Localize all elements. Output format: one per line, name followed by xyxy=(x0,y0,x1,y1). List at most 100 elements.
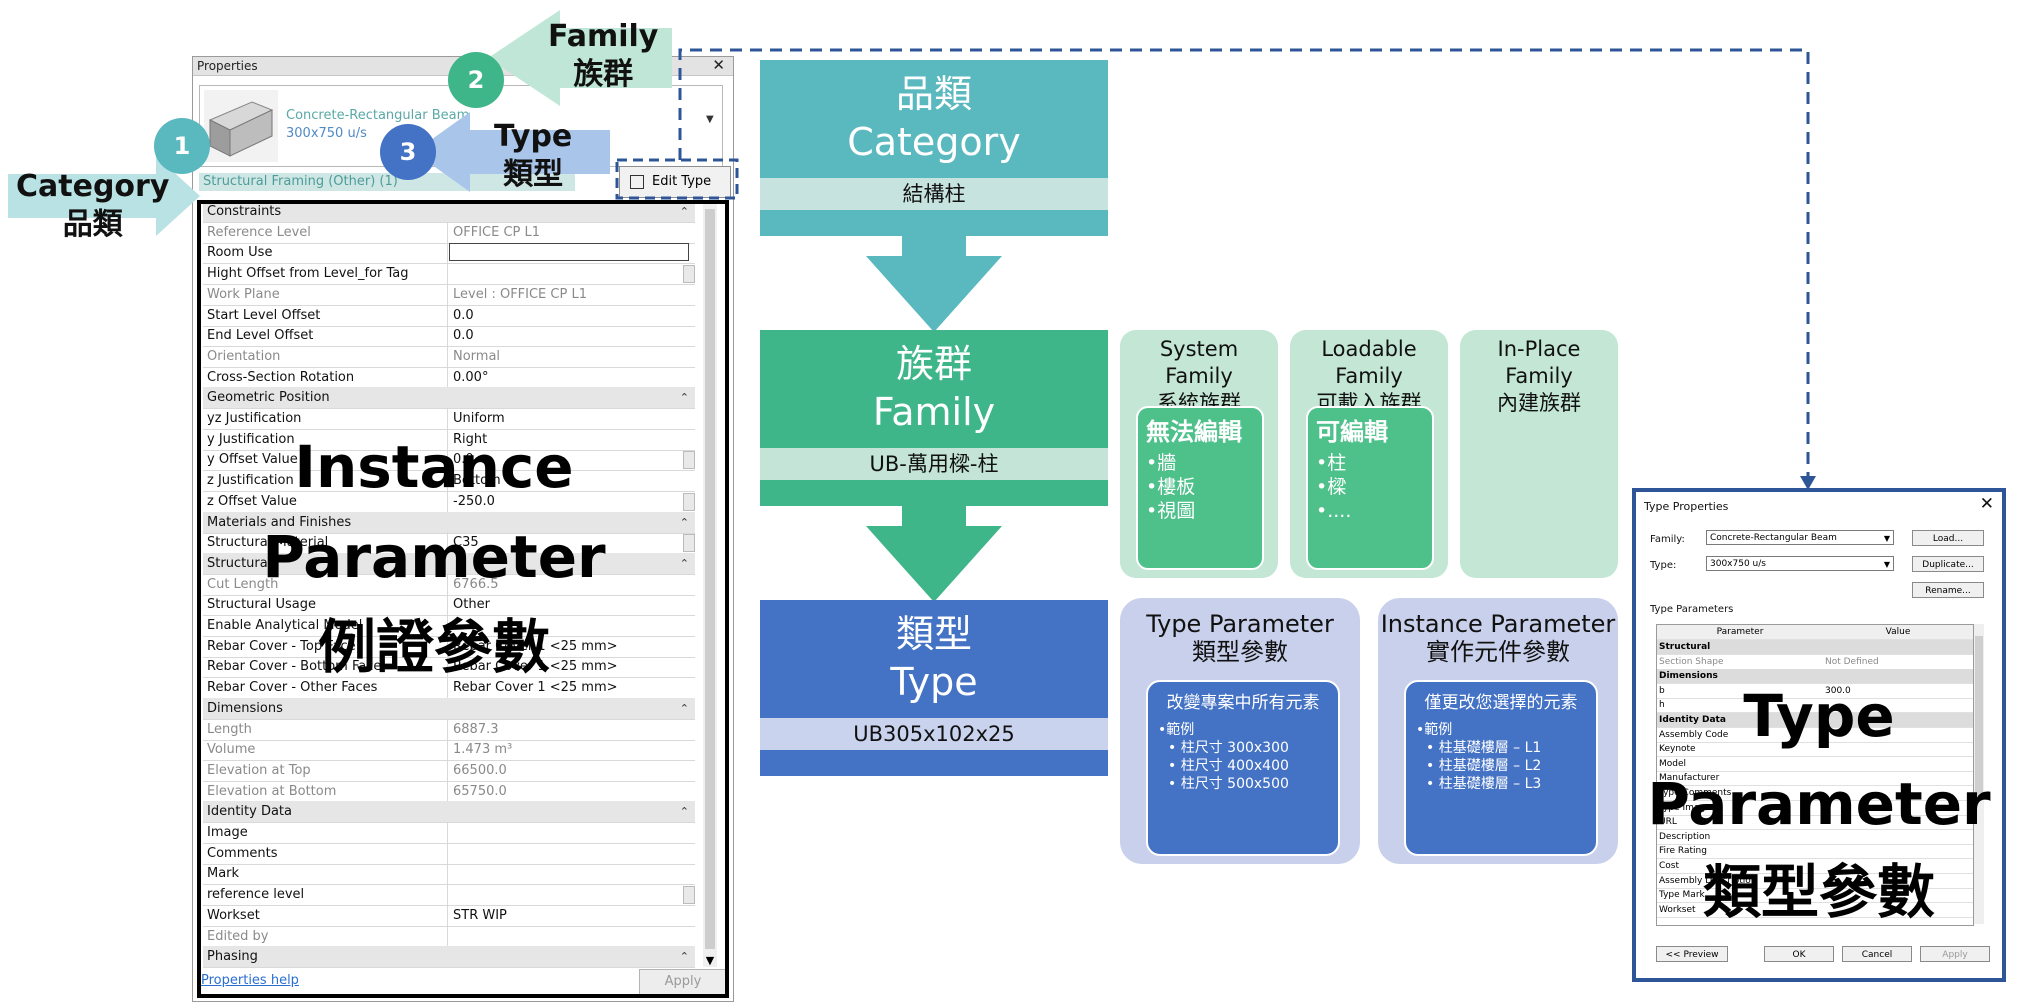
value-picker-button[interactable] xyxy=(683,886,695,905)
collapse-icon[interactable]: ⌃ xyxy=(679,701,689,715)
parameter-row[interactable]: Fire Rating xyxy=(1657,844,1973,860)
value-picker-button[interactable] xyxy=(683,265,695,284)
parameter-row[interactable]: Model xyxy=(1657,757,1973,772)
ok-button[interactable]: OK xyxy=(1764,946,1834,962)
property-value[interactable]: STR WIP xyxy=(453,907,507,923)
property-value[interactable]: Other xyxy=(453,597,490,613)
preview-button[interactable]: << Preview xyxy=(1656,946,1728,962)
property-group-header[interactable]: Materials and Finishes⌃ xyxy=(203,511,695,534)
edit-type-button[interactable]: Edit Type xyxy=(619,166,731,198)
property-value[interactable]: Rebar Cover 1 <25 mm> xyxy=(453,680,618,696)
collapse-icon[interactable]: ⌃ xyxy=(679,805,689,819)
parameter-row[interactable]: Assembly Description xyxy=(1657,874,1973,889)
value-column-header[interactable]: Value xyxy=(1885,627,1911,637)
parameter-group-header[interactable]: Structural xyxy=(1657,640,1973,655)
collapse-icon[interactable]: ⌃ xyxy=(679,556,689,570)
value-picker-button[interactable] xyxy=(683,534,695,553)
parameter-row[interactable]: Cost xyxy=(1657,859,1973,874)
property-value[interactable] xyxy=(449,243,689,262)
property-row[interactable]: reference level xyxy=(203,884,695,907)
property-group-header[interactable]: Geometric Position⌃ xyxy=(203,387,695,410)
param-column-header[interactable]: Parameter xyxy=(1716,627,1764,637)
property-value[interactable]: 0.00° xyxy=(453,369,489,385)
close-icon[interactable]: ✕ xyxy=(1979,494,1994,514)
property-row[interactable]: Room Use xyxy=(203,242,695,265)
property-value[interactable]: Right xyxy=(453,431,488,447)
parameter-row[interactable]: URL xyxy=(1657,815,1973,831)
load-button[interactable]: Load... xyxy=(1912,530,1984,546)
family-select[interactable]: Concrete-Rectangular Beam ▼ xyxy=(1706,530,1894,545)
collapse-icon[interactable]: ⌃ xyxy=(679,515,689,529)
property-group-header[interactable]: Constraints⌃ xyxy=(203,201,695,223)
property-value[interactable]: Bottom xyxy=(453,473,501,489)
properties-help-link[interactable]: Properties help xyxy=(201,973,299,988)
property-group-header[interactable]: Phasing⌃ xyxy=(203,946,695,969)
parameter-row[interactable]: Type Comments xyxy=(1657,786,1973,801)
close-icon[interactable]: ✕ xyxy=(712,56,725,74)
property-row[interactable]: Comments xyxy=(203,842,695,865)
property-value[interactable]: -250.0 xyxy=(453,493,495,509)
collapse-icon[interactable]: ⌃ xyxy=(679,205,689,218)
rename-button[interactable]: Rename... xyxy=(1912,582,1984,598)
parameter-row[interactable]: Type Mark xyxy=(1657,888,1973,904)
property-group-header[interactable]: Identity Data⌃ xyxy=(203,801,695,824)
property-value[interactable]: Rebar Cover 1 <25 mm> xyxy=(453,638,618,654)
scrollbar-thumb[interactable] xyxy=(705,209,715,949)
parameter-row[interactable]: Workset xyxy=(1657,903,1973,918)
parameter-group-header[interactable]: Dimensions xyxy=(1657,669,1973,685)
properties-scrollbar[interactable]: ▼ xyxy=(703,201,717,967)
property-group-header[interactable]: Structural⌃ xyxy=(203,552,695,575)
element-filter[interactable]: Structural Framing (Other) (1) xyxy=(199,173,575,191)
chevron-down-icon[interactable]: ▼ xyxy=(706,114,714,125)
property-value[interactable]: Uniform xyxy=(453,411,505,426)
parameter-value[interactable]: 300.0 xyxy=(1825,685,1851,696)
scrollbar-thumb[interactable] xyxy=(1975,636,1983,796)
parameter-row[interactable]: Type Image xyxy=(1657,801,1973,816)
property-value[interactable]: 0.0 xyxy=(453,452,474,468)
duplicate-button[interactable]: Duplicate... xyxy=(1912,556,1984,572)
property-value[interactable]: Rebar Cover 1 <25 mm> xyxy=(453,659,618,675)
property-group-header[interactable]: Dimensions⌃ xyxy=(203,697,695,720)
property-row[interactable]: Mark xyxy=(203,863,695,886)
parameter-row[interactable]: Manufacturer xyxy=(1657,771,1973,787)
parameter-row[interactable]: Assembly Code xyxy=(1657,728,1973,743)
type-select[interactable]: 300x750 u/s ▼ xyxy=(1706,556,1894,571)
type-params-scrollbar[interactable] xyxy=(1974,624,1984,924)
value-picker-button[interactable] xyxy=(683,492,695,511)
collapse-icon[interactable]: ⌃ xyxy=(679,950,689,964)
parameter-row[interactable]: Keynote xyxy=(1657,742,1973,758)
property-value[interactable]: 0.0 xyxy=(453,307,474,323)
property-row[interactable]: Image xyxy=(203,822,695,844)
parameter-row[interactable]: h xyxy=(1657,698,1973,714)
scroll-down-icon[interactable]: ▼ xyxy=(705,954,715,967)
property-row[interactable]: Hight Offset from Level_for Tag xyxy=(203,263,695,286)
apply-button[interactable]: Apply xyxy=(1920,946,1990,962)
cancel-button[interactable]: Cancel xyxy=(1842,946,1912,962)
property-value[interactable]: 0.0 xyxy=(453,328,474,344)
value-picker-button[interactable] xyxy=(683,451,695,470)
property-value[interactable]: C35 xyxy=(453,535,479,551)
property-row[interactable]: Enable Analytical Model xyxy=(203,615,695,637)
collapse-icon[interactable]: ⌃ xyxy=(679,391,689,405)
parameter-group-header[interactable]: Identity Data xyxy=(1657,713,1973,728)
parameter-row[interactable]: Description xyxy=(1657,830,1973,845)
